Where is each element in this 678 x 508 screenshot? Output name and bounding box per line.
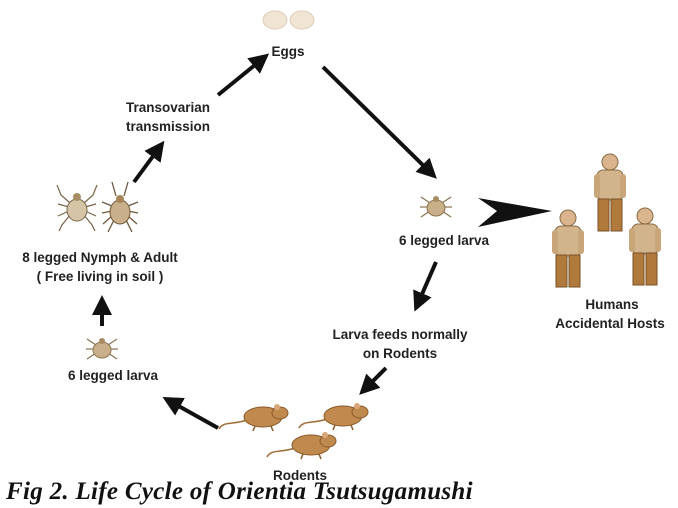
- arrow-larva-to-feeding: [413, 261, 438, 312]
- rodent-illustration-left: [218, 404, 289, 432]
- nymph-adult-label-line1: 8 legged Nymph & Adult: [22, 250, 178, 265]
- larva-left-label: 6 legged larva: [68, 368, 159, 383]
- adult-illustration: [101, 181, 139, 233]
- larva-left-illustration: [86, 338, 118, 360]
- nymph-illustration: [56, 184, 98, 232]
- humans-label-line1: Humans: [585, 297, 638, 312]
- arrow-feeding-to-rodents: [359, 366, 388, 395]
- larva-right-label: 6 legged larva: [399, 233, 490, 248]
- human-figure-right: [629, 207, 661, 286]
- figure-caption: Fig 2. Life Cycle of Orientia Tsutsugamu…: [6, 478, 473, 505]
- arrow-rodents-to-larva: [162, 397, 219, 430]
- arrow-transovarian-to-eggs: [216, 53, 270, 97]
- rodent-illustration-bottom: [266, 432, 337, 460]
- eggs-illustration: [262, 10, 315, 30]
- arrow-larva-to-humans: [478, 198, 552, 227]
- larva-feeds-label-line1: Larva feeds normally: [332, 327, 468, 342]
- eggs-label: Eggs: [271, 44, 304, 59]
- rodent-illustration-right: [298, 403, 369, 431]
- transovarian-label-line2: transmission: [126, 119, 210, 134]
- larva-feeds-label-line2: on Rodents: [363, 346, 437, 361]
- larva-right-illustration: [420, 196, 452, 218]
- humans-label-line2: Accidental Hosts: [555, 316, 665, 331]
- transovarian-label-line1: Transovarian: [126, 100, 210, 115]
- arrow-eggs-to-larva: [321, 65, 437, 179]
- human-figure-left: [552, 209, 584, 288]
- nymph-adult-label-line2: ( Free living in soil ): [37, 269, 164, 284]
- rodents-label: Rodents: [273, 468, 327, 483]
- human-figure-back: [594, 153, 626, 232]
- arrow-nymph-to-transovarian: [132, 140, 165, 184]
